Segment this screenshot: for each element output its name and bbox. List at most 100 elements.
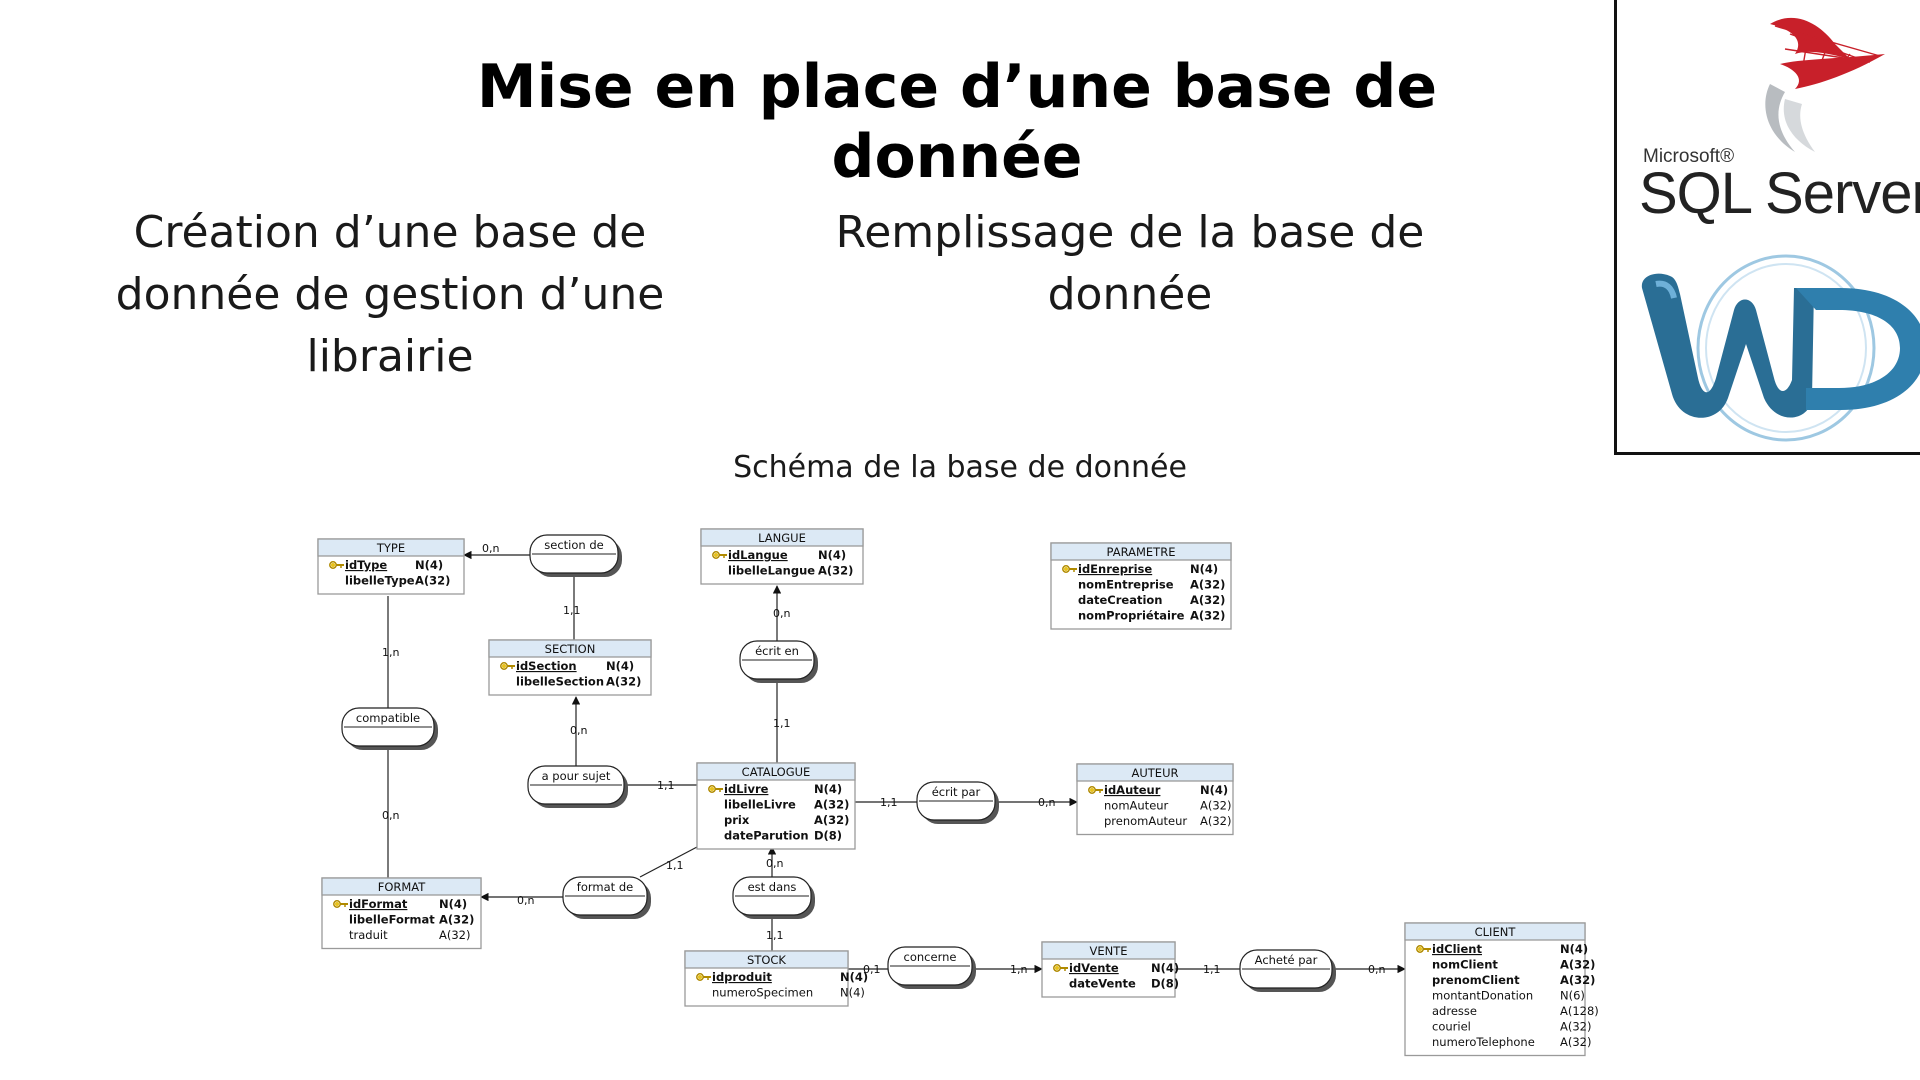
creation-line-1: Création d’une base de xyxy=(133,207,647,258)
cardinality-label: 0,n xyxy=(1368,963,1385,976)
attr-type: A(32) xyxy=(1190,593,1225,607)
attr-name: couriel xyxy=(1432,1020,1471,1034)
entity-title: LANGUE xyxy=(758,531,806,545)
sql-server-label: SQL Server® xyxy=(1639,161,1920,226)
cardinality-label: 0,1 xyxy=(863,963,881,976)
attr-name: nomEntreprise xyxy=(1078,578,1174,592)
cardinality-label: 1,1 xyxy=(657,779,675,792)
attr-type: A(128) xyxy=(1560,1004,1599,1018)
entity-title: CATALOGUE xyxy=(742,765,811,779)
attr-name: libelleSection xyxy=(516,675,604,689)
relation-achete-par: Acheté par xyxy=(1239,949,1336,992)
attr-type: N(4) xyxy=(814,782,842,796)
attr-type: A(32) xyxy=(814,813,849,827)
attr-name: idType xyxy=(345,558,387,572)
attr-type: N(4) xyxy=(415,558,443,572)
cardinality-label: 1,1 xyxy=(766,929,784,942)
relation-concerne: concerne xyxy=(887,946,976,989)
attr-type: N(4) xyxy=(818,548,846,562)
attr-type: A(32) xyxy=(1200,814,1231,828)
attr-type: A(32) xyxy=(1560,973,1595,987)
entity-title: STOCK xyxy=(747,953,786,967)
entity-title: VENTE xyxy=(1089,944,1127,958)
entity-title: AUTEUR xyxy=(1132,766,1179,780)
creation-text: Création d’une base de donnée de gestion… xyxy=(110,202,670,388)
attr-name: idLangue xyxy=(728,548,788,562)
relation-est-dans: est dans xyxy=(732,876,815,919)
cardinality-label: 1,1 xyxy=(563,604,581,617)
attr-name: dateParution xyxy=(724,829,809,843)
relation-label: écrit en xyxy=(755,644,799,658)
attr-type: A(32) xyxy=(1190,609,1225,623)
creation-line-2: donnée de gestion d’une xyxy=(115,269,665,320)
relation-a-pour-sujet: a pour sujet xyxy=(527,765,628,808)
key-icon xyxy=(333,900,348,908)
key-icon xyxy=(500,662,515,670)
attr-name: libelleType xyxy=(345,574,415,588)
microsoft-label: Microsoft® xyxy=(1643,146,1735,167)
attr-type: D(8) xyxy=(1151,977,1179,991)
attr-name: prenomAuteur xyxy=(1104,814,1187,828)
attr-type: N(4) xyxy=(840,970,868,984)
key-icon xyxy=(1062,565,1077,573)
attr-name: nomAuteur xyxy=(1104,799,1169,813)
attr-name: dateCreation xyxy=(1078,593,1163,607)
attr-type: N(4) xyxy=(1560,942,1588,956)
attr-name: idproduit xyxy=(712,970,772,984)
slide-title: Mise en place d’une base de donnée xyxy=(476,52,1438,192)
key-icon xyxy=(708,785,723,793)
sql-server-logo-icon xyxy=(1765,17,1885,152)
attr-name: idEnreprise xyxy=(1078,562,1152,576)
attr-type: N(4) xyxy=(1200,783,1228,797)
attr-type: N(4) xyxy=(606,659,634,673)
cardinality-label: 0,n xyxy=(482,542,499,555)
entity-title: TYPE xyxy=(376,541,405,555)
attr-name: prenomClient xyxy=(1432,973,1520,987)
relation-label: est dans xyxy=(748,880,797,894)
attr-name: libelleLangue xyxy=(728,564,815,578)
attr-name: dateVente xyxy=(1069,977,1136,991)
attr-type: D(8) xyxy=(814,829,842,843)
attr-type: N(4) xyxy=(439,897,467,911)
attr-name: prix xyxy=(724,813,750,827)
attr-name: numeroTelephone xyxy=(1432,1035,1535,1049)
schema-caption: Schéma de la base de donnée xyxy=(733,450,1187,485)
key-icon xyxy=(329,561,344,569)
attr-type: A(32) xyxy=(439,913,474,927)
attr-type: N(6) xyxy=(1560,989,1585,1003)
attr-name: idAuteur xyxy=(1104,783,1161,797)
cardinality-label: 1,n xyxy=(1010,963,1027,976)
link-line xyxy=(639,846,698,878)
attr-type: A(32) xyxy=(814,798,849,812)
cardinality-label: 1,1 xyxy=(773,717,791,730)
entity-title: PARAMETRE xyxy=(1107,545,1176,559)
attr-type: A(32) xyxy=(1200,799,1231,813)
cardinality-label: 1,1 xyxy=(1203,963,1221,976)
cardinality-label: 0,n xyxy=(382,809,399,822)
windev-logo-icon xyxy=(1641,254,1920,442)
cardinality-label: 1,1 xyxy=(666,859,684,872)
key-icon xyxy=(1416,945,1431,953)
entity-title: FORMAT xyxy=(378,880,427,894)
attr-type: A(32) xyxy=(415,574,450,588)
relation-ecrit-en: écrit en xyxy=(739,640,818,683)
key-icon xyxy=(712,551,727,559)
key-icon xyxy=(696,973,711,981)
attr-name: libelleFormat xyxy=(349,913,435,927)
attr-type: N(4) xyxy=(840,986,865,1000)
relation-label: section de xyxy=(544,538,603,552)
attr-name: idFormat xyxy=(349,897,408,911)
key-icon xyxy=(1088,786,1103,794)
relation-label: a pour sujet xyxy=(542,769,611,783)
attr-name: idSection xyxy=(516,659,577,673)
attr-type: A(32) xyxy=(818,564,853,578)
cardinality-label: 0,n xyxy=(1038,796,1055,809)
relation-format-de: format de xyxy=(562,876,651,919)
